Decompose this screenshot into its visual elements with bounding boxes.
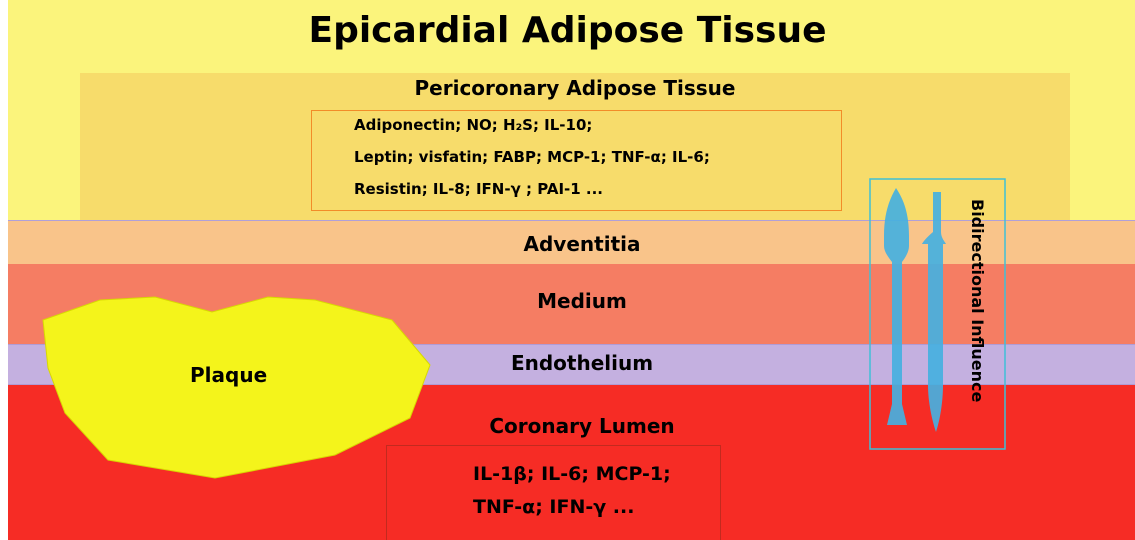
upward-arrow-shape xyxy=(884,188,909,425)
plaque-shape xyxy=(43,297,430,478)
plaque-label: Plaque xyxy=(190,363,267,387)
downward-arrow-shape xyxy=(922,192,946,432)
bidirectional-influence-label: Bidirectional Influence xyxy=(968,199,987,402)
